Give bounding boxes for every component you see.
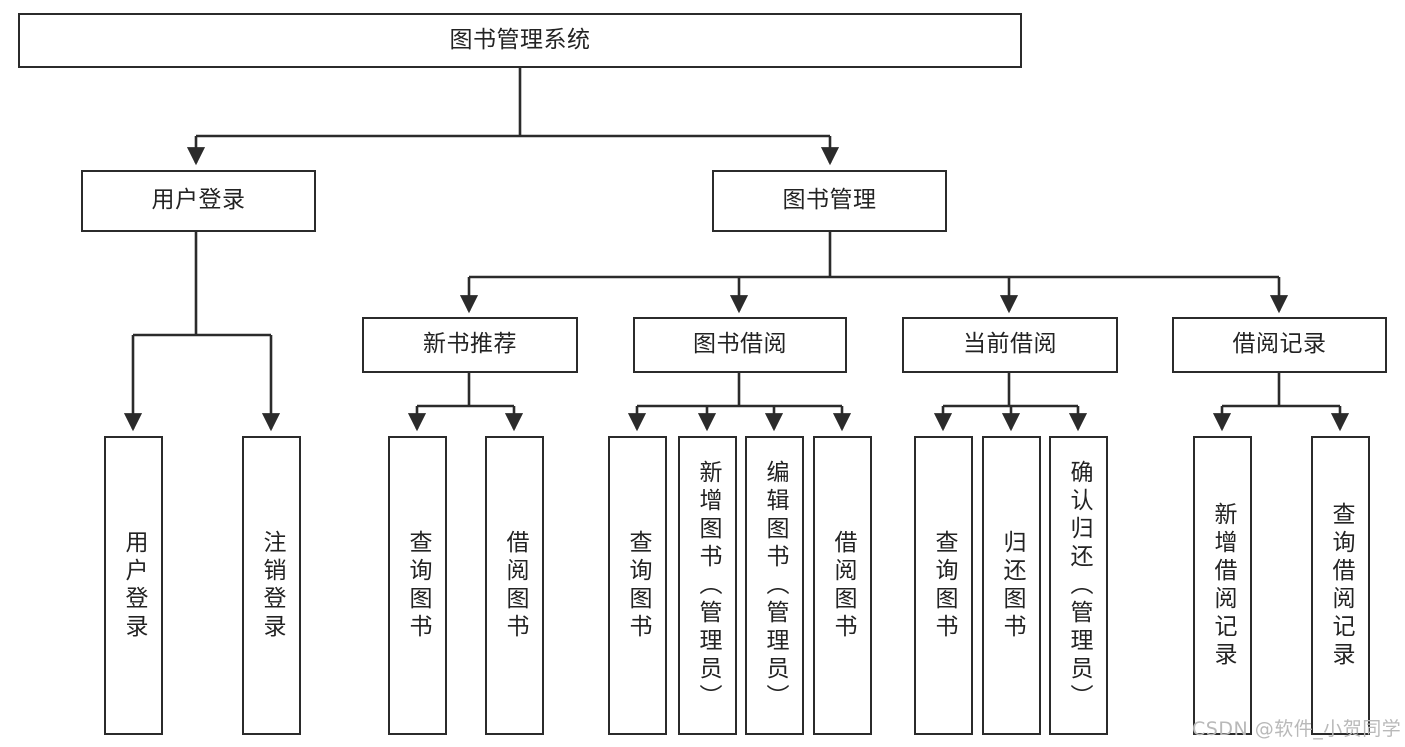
csdn-watermark: CSDN @软件_小贺同学 <box>1192 714 1401 741</box>
leaf-label: 归还图书 <box>999 529 1025 642</box>
node-book-management-label: 图书管理 <box>782 187 877 214</box>
leaf-label: 借阅图书 <box>830 529 856 642</box>
leaf-label: 查询图书 <box>625 529 651 642</box>
node-user-login-label: 用户登录 <box>151 187 246 214</box>
node-new-book-recommend-label: 新书推荐 <box>423 331 517 358</box>
node-book-management[interactable]: 图书管理 <box>712 170 947 232</box>
leaf-label: 查询图书 <box>931 529 957 642</box>
node-user-login[interactable]: 用户登录 <box>81 170 316 232</box>
leaf-label: 编辑图书（管理员） <box>762 459 788 712</box>
leaf-borrow-edit-book-admin[interactable]: 编辑图书（管理员） <box>745 436 804 735</box>
node-book-borrow-label: 图书借阅 <box>693 331 787 358</box>
leaf-new-book-borrow[interactable]: 借阅图书 <box>485 436 544 735</box>
leaf-borrow-borrow-book[interactable]: 借阅图书 <box>813 436 872 735</box>
leaf-new-book-query[interactable]: 查询图书 <box>388 436 447 735</box>
leaf-current-query-book[interactable]: 查询图书 <box>914 436 973 735</box>
leaf-user-login-logout[interactable]: 注销登录 <box>242 436 301 735</box>
node-root[interactable]: 图书管理系统 <box>18 13 1022 68</box>
leaf-current-confirm-return-admin[interactable]: 确认归还（管理员） <box>1049 436 1108 735</box>
node-borrow-record[interactable]: 借阅记录 <box>1172 317 1387 373</box>
node-current-borrow-label: 当前借阅 <box>963 331 1057 358</box>
csdn-watermark-text: CSDN @软件_小贺同学 <box>1192 718 1402 740</box>
leaf-borrow-add-book-admin[interactable]: 新增图书（管理员） <box>678 436 737 735</box>
leaf-record-query-record[interactable]: 查询借阅记录 <box>1311 436 1370 735</box>
leaf-label: 新增借阅记录 <box>1210 501 1236 670</box>
leaf-label: 查询图书 <box>405 529 431 642</box>
node-book-borrow[interactable]: 图书借阅 <box>633 317 847 373</box>
leaf-label: 查询借阅记录 <box>1328 501 1354 670</box>
leaf-label: 确认归还（管理员） <box>1066 459 1092 712</box>
leaf-label: 新增图书（管理员） <box>695 459 721 712</box>
node-current-borrow[interactable]: 当前借阅 <box>902 317 1118 373</box>
leaf-record-add-record[interactable]: 新增借阅记录 <box>1193 436 1252 735</box>
node-root-label: 图书管理系统 <box>449 26 591 53</box>
leaf-label: 借阅图书 <box>502 529 528 642</box>
leaf-current-return-book[interactable]: 归还图书 <box>982 436 1041 735</box>
leaf-label: 注销登录 <box>259 529 285 642</box>
node-new-book-recommend[interactable]: 新书推荐 <box>362 317 578 373</box>
leaf-borrow-query-book[interactable]: 查询图书 <box>608 436 667 735</box>
node-borrow-record-label: 借阅记录 <box>1232 331 1327 358</box>
leaf-user-login-login[interactable]: 用户登录 <box>104 436 163 735</box>
leaf-label: 用户登录 <box>121 529 147 642</box>
